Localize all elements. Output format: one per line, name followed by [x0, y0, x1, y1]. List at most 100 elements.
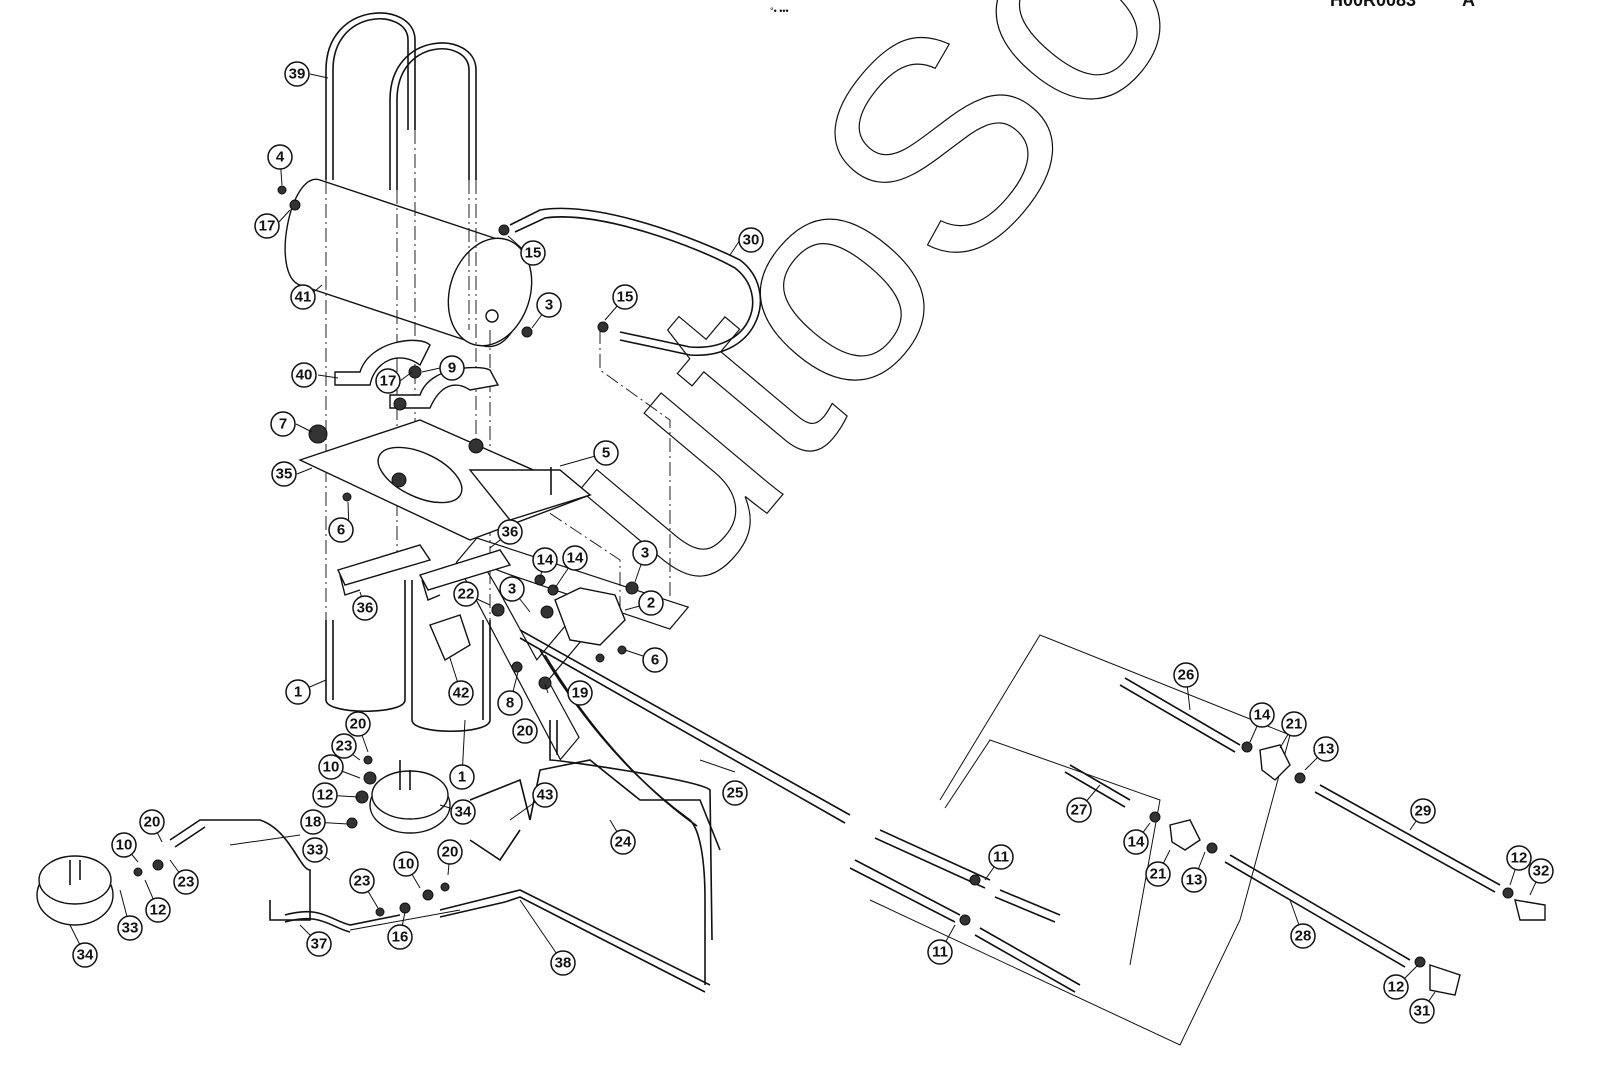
svg-text:32: 32: [1533, 863, 1550, 880]
callout-15: 15: [520, 240, 546, 266]
svg-text:27: 27: [1071, 802, 1088, 819]
callout-5: 5: [593, 440, 619, 466]
svg-text:22: 22: [458, 586, 475, 603]
svg-text:36: 36: [502, 524, 519, 541]
callout-20: 20: [345, 711, 371, 737]
svg-text:20: 20: [517, 723, 534, 740]
callout-33: 33: [302, 837, 328, 863]
svg-text:29: 29: [1415, 803, 1432, 820]
svg-text:34: 34: [77, 947, 94, 964]
svg-text:34: 34: [455, 804, 472, 821]
svg-text:10: 10: [116, 837, 133, 854]
callout-8: 8: [497, 690, 523, 716]
callout-21: 21: [1281, 711, 1307, 737]
callout-28: 28: [1290, 923, 1316, 949]
svg-text:14: 14: [567, 550, 584, 567]
callout-27: 27: [1066, 797, 1092, 823]
callout-23: 23: [173, 869, 199, 895]
callout-6: 6: [642, 647, 668, 673]
callout-23: 23: [349, 868, 375, 894]
callout-1: 1: [285, 679, 311, 705]
callout-17: 17: [375, 368, 401, 394]
svg-text:21: 21: [1150, 866, 1167, 883]
svg-text:20: 20: [144, 814, 161, 831]
svg-text:20: 20: [350, 716, 367, 733]
svg-text:13: 13: [1186, 872, 1203, 889]
callout-11: 11: [988, 844, 1014, 870]
callout-6: 6: [328, 517, 354, 543]
svg-text:33: 33: [307, 842, 324, 859]
svg-text:31: 31: [1414, 1003, 1431, 1020]
callout-4: 4: [267, 144, 293, 170]
svg-text:13: 13: [1318, 741, 1335, 758]
callout-34: 34: [450, 799, 476, 825]
svg-text:23: 23: [336, 738, 353, 755]
svg-text:10: 10: [398, 856, 415, 873]
drawing-top-mark: °• •••: [770, 6, 789, 16]
callout-14: 14: [562, 545, 588, 571]
callout-36: 36: [352, 595, 378, 621]
svg-text:6: 6: [337, 522, 345, 539]
callout-10: 10: [111, 832, 137, 858]
svg-text:41: 41: [295, 289, 312, 306]
svg-text:43: 43: [537, 787, 554, 804]
callout-17: 17: [254, 213, 280, 239]
callout-13: 13: [1181, 867, 1207, 893]
drawing-code: H00R0083: [1330, 0, 1416, 10]
callout-21: 21: [1145, 861, 1171, 887]
svg-text:9: 9: [448, 360, 456, 377]
svg-text:37: 37: [311, 936, 328, 953]
svg-text:11: 11: [993, 849, 1009, 866]
callout-9: 9: [439, 355, 465, 381]
svg-text:36: 36: [357, 600, 374, 617]
callout-34: 34: [72, 942, 98, 968]
callout-14: 14: [1123, 829, 1149, 855]
callout-29: 29: [1410, 798, 1436, 824]
svg-text:10: 10: [323, 759, 340, 776]
callout-41: 41: [290, 284, 316, 310]
svg-text:12: 12: [1511, 850, 1528, 867]
watermark: AutoSoft: [352, 0, 1350, 801]
svg-text:17: 17: [259, 218, 276, 235]
svg-text:17: 17: [380, 373, 397, 390]
callout-16: 16: [387, 924, 413, 950]
callout-12: 12: [1506, 845, 1532, 871]
svg-text:39: 39: [289, 66, 306, 83]
svg-text:38: 38: [555, 955, 572, 972]
svg-text:2: 2: [647, 595, 655, 612]
svg-text:6: 6: [651, 652, 659, 669]
svg-text:24: 24: [615, 834, 632, 851]
callout-20: 20: [139, 809, 165, 835]
callout-12: 12: [1383, 974, 1409, 1000]
callout-23: 23: [331, 733, 357, 759]
callout-13: 13: [1313, 736, 1339, 762]
callout-3: 3: [499, 576, 525, 602]
callout-14: 14: [1249, 702, 1275, 728]
callout-30: 30: [738, 227, 764, 253]
svg-text:33: 33: [122, 920, 139, 937]
svg-text:3: 3: [545, 297, 553, 314]
callout-37: 37: [306, 931, 332, 957]
callout-33: 33: [117, 915, 143, 941]
svg-text:23: 23: [178, 874, 195, 891]
callout-31: 31: [1409, 998, 1435, 1024]
callout-25: 25: [722, 780, 748, 806]
svg-text:14: 14: [1128, 834, 1145, 851]
callout-7: 7: [270, 411, 296, 437]
svg-text:30: 30: [743, 232, 760, 249]
svg-text:11: 11: [932, 944, 948, 961]
callout-14: 14: [532, 547, 558, 573]
svg-text:14: 14: [537, 552, 554, 569]
svg-text:15: 15: [525, 245, 542, 262]
callout-12: 12: [145, 897, 171, 923]
callout-1: 1: [449, 764, 475, 790]
callout-24: 24: [610, 829, 636, 855]
drawing-revision: A: [1462, 0, 1475, 10]
callout-12: 12: [312, 782, 338, 808]
svg-text:12: 12: [317, 787, 334, 804]
callout-3: 3: [632, 540, 658, 566]
leader-lines: [69, 73, 1542, 1012]
svg-text:1: 1: [294, 684, 302, 701]
svg-text:1: 1: [458, 769, 466, 786]
callout-35: 35: [271, 461, 297, 487]
